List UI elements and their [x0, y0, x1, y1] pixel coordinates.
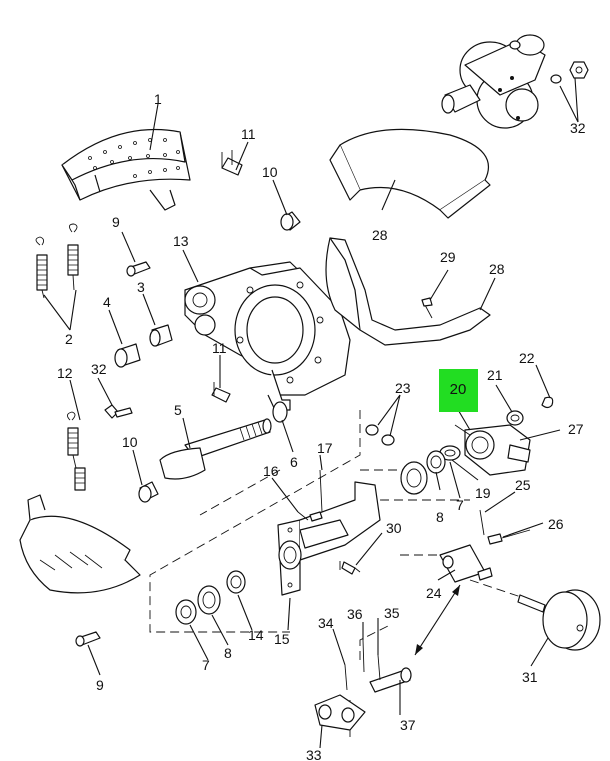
callout-12[interactable]: 12 — [57, 365, 73, 381]
bearing-ring-left — [175, 570, 246, 625]
hub-knuckle-assembly — [441, 34, 589, 129]
callout-6[interactable]: 6 — [290, 454, 298, 470]
brake-spider-bracket — [184, 261, 351, 411]
callout-24[interactable]: 24 — [426, 585, 442, 601]
callout-17[interactable]: 17 — [317, 440, 333, 456]
dust-shield-upper — [329, 128, 491, 219]
seal-washer — [272, 401, 288, 423]
anchor-pin-lower — [75, 631, 101, 647]
brake-chamber — [517, 589, 601, 651]
bearing-ring-right — [400, 450, 446, 495]
callout-23[interactable]: 23 — [395, 380, 411, 396]
callout-28-upper[interactable]: 28 — [372, 227, 388, 243]
highlight-label-20[interactable]: 20 — [450, 381, 467, 398]
callout-4[interactable]: 4 — [103, 294, 111, 310]
slack-adjuster-assembly — [439, 396, 554, 476]
callout-33[interactable]: 33 — [306, 747, 322, 761]
anchor-pin-upper — [126, 261, 151, 277]
callout-7-left[interactable]: 7 — [202, 657, 210, 673]
shield-screw — [421, 297, 433, 319]
return-springs — [35, 223, 79, 299]
callout-9-bottom[interactable]: 9 — [96, 677, 104, 693]
callout-30[interactable]: 30 — [386, 520, 402, 536]
grease-fitting-and-screw — [297, 469, 323, 522]
dust-shield-lower — [325, 237, 491, 346]
brake-shoe-lower — [19, 494, 141, 594]
callout-3[interactable]: 3 — [137, 279, 145, 295]
clip-upper — [221, 150, 243, 176]
callout-15[interactable]: 15 — [274, 631, 290, 647]
callout-21[interactable]: 21 — [487, 367, 503, 383]
bushings-middle — [114, 324, 173, 368]
highlight-box-20[interactable] — [439, 369, 478, 412]
callout-5[interactable]: 5 — [174, 402, 182, 418]
callout-11-top[interactable]: 11 — [241, 126, 256, 142]
callout-labels: 1 2 3 4 5 6 7 7 8 8 9 9 10 10 11 11 12 1… — [57, 91, 586, 761]
callout-10-top[interactable]: 10 — [262, 164, 278, 180]
bolt-middle — [104, 404, 133, 419]
callout-29[interactable]: 29 — [440, 249, 456, 265]
leader-lines — [43, 77, 579, 749]
callout-31[interactable]: 31 — [522, 669, 538, 685]
callout-13[interactable]: 13 — [173, 233, 189, 249]
callout-36[interactable]: 36 — [347, 606, 363, 622]
callout-26[interactable]: 26 — [548, 516, 564, 532]
callout-11-bottom[interactable]: 11 — [212, 340, 227, 356]
camshaft-bracket — [277, 481, 381, 596]
grease-fitting — [341, 561, 361, 575]
brake-shoe-upper — [61, 128, 191, 211]
callout-14[interactable]: 14 — [248, 627, 264, 643]
callout-35[interactable]: 35 — [384, 605, 400, 621]
callout-32-middle[interactable]: 32 — [91, 361, 107, 377]
callout-9-top[interactable]: 9 — [112, 214, 120, 230]
callout-8-left[interactable]: 8 — [224, 645, 232, 661]
callout-2[interactable]: 2 — [65, 331, 73, 347]
callout-27[interactable]: 27 — [568, 421, 584, 437]
callout-28-lower[interactable]: 28 — [489, 261, 505, 277]
nuts-pair — [365, 424, 395, 446]
callout-1[interactable]: 1 — [154, 91, 162, 107]
callout-32-top[interactable]: 32 — [570, 120, 586, 136]
callout-16[interactable]: 16 — [263, 463, 279, 479]
lower-clevis-assembly — [314, 639, 412, 731]
callout-34[interactable]: 34 — [318, 615, 334, 631]
camshaft — [159, 418, 272, 480]
bushing-upper — [280, 211, 301, 231]
bushing-lower — [138, 481, 159, 503]
callout-7-right[interactable]: 7 — [456, 497, 464, 513]
return-springs-lower — [67, 411, 86, 491]
callout-37[interactable]: 37 — [400, 717, 416, 733]
callout-8-right[interactable]: 8 — [436, 509, 444, 525]
callout-10-bottom[interactable]: 10 — [122, 434, 138, 450]
callout-19[interactable]: 19 — [475, 485, 491, 501]
clip-lower — [211, 382, 231, 403]
callout-22[interactable]: 22 — [519, 350, 535, 366]
callout-25[interactable]: 25 — [515, 477, 531, 493]
adjustment-arrow — [414, 584, 461, 656]
